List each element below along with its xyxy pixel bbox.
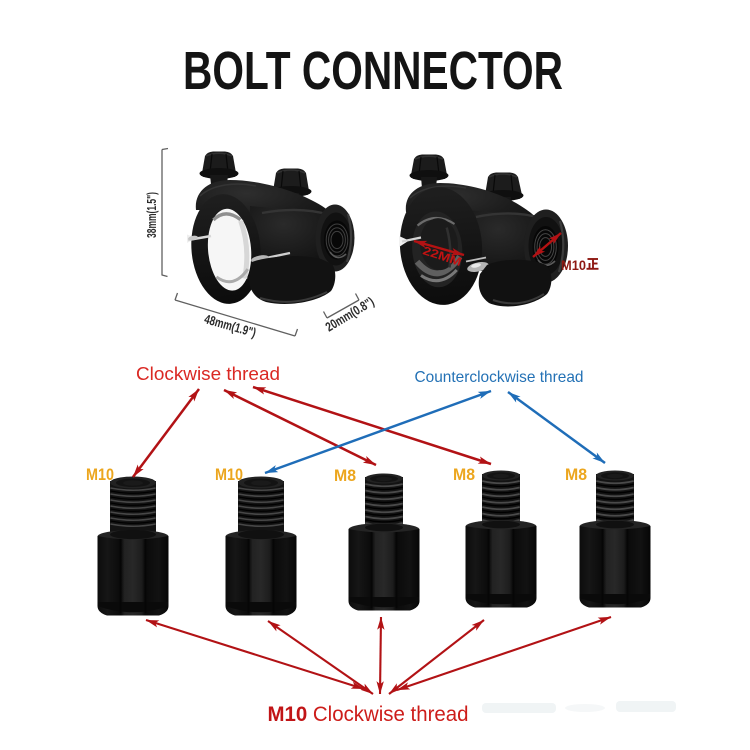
svg-text:Counterclockwise thread: Counterclockwise thread: [415, 369, 584, 386]
svg-text:Clockwise thread: Clockwise thread: [136, 363, 280, 384]
svg-text:BOLT CONNECTOR: BOLT CONNECTOR: [183, 41, 563, 101]
svg-text:M8: M8: [334, 467, 356, 485]
svg-text:M10: M10: [86, 466, 114, 484]
svg-text:M10 Clockwise thread: M10 Clockwise thread: [268, 703, 469, 726]
svg-text:38mm(1.5"): 38mm(1.5"): [145, 192, 159, 238]
svg-text:M8: M8: [453, 466, 475, 484]
svg-text:M8: M8: [565, 466, 587, 484]
svg-text:M10: M10: [561, 258, 586, 273]
svg-text:M10: M10: [215, 466, 243, 484]
